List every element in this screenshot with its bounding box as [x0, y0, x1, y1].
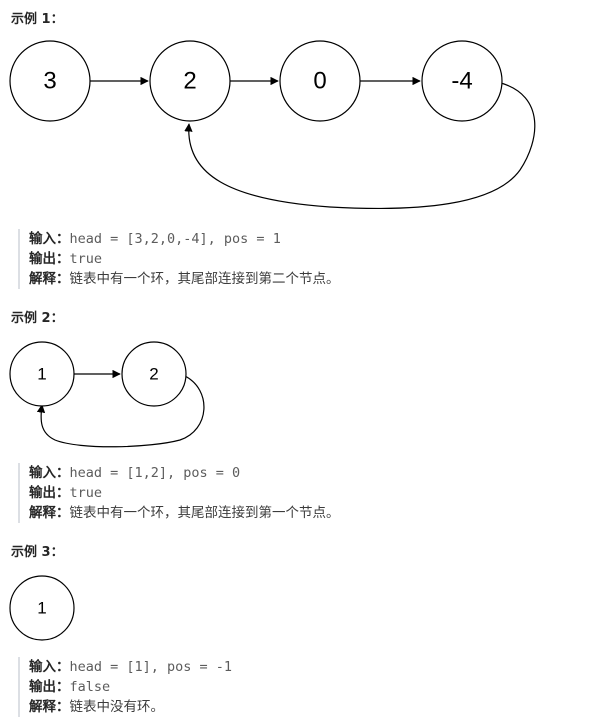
- node-value: 0: [313, 68, 326, 95]
- input-label: 输入：: [29, 231, 70, 247]
- input-value: head = [1], pos = -1: [69, 659, 233, 675]
- output-value: false: [69, 679, 111, 695]
- list-node: 2: [149, 40, 231, 122]
- input-label: 输入：: [29, 465, 70, 481]
- explanation-line: 解释：链表中没有环。: [29, 697, 609, 717]
- input-line: 输入：head = [1], pos = -1: [29, 657, 609, 677]
- node-value: 1: [37, 365, 46, 384]
- output-label: 输出：: [29, 679, 70, 695]
- node-value: 1: [37, 599, 46, 618]
- example-1-diagram: 3 2 0 -4: [9, 40, 536, 210]
- node-value: 2: [183, 68, 196, 95]
- example-2-details: 输入：head = [1,2], pos = 0 输出：true 解释：链表中有…: [18, 463, 609, 523]
- output-label: 输出：: [29, 485, 70, 501]
- node-value: 3: [43, 68, 56, 95]
- explanation-value: 链表中有一个环，其尾部连接到第一个节点。: [69, 505, 340, 521]
- input-label: 输入：: [29, 659, 70, 675]
- explanation-label: 解释：: [29, 505, 70, 521]
- list-node: 1: [9, 341, 75, 407]
- output-value: true: [69, 485, 103, 501]
- example-1-title: 示例 1：: [11, 12, 64, 27]
- explanation-line: 解释：链表中有一个环，其尾部连接到第二个节点。: [29, 269, 609, 289]
- cycle-edge-2: [36, 375, 205, 448]
- input-line: 输入：head = [3,2,0,-4], pos = 1: [29, 229, 609, 249]
- explanation-value: 链表中有一个环，其尾部连接到第二个节点。: [69, 271, 340, 287]
- output-value: true: [69, 251, 103, 267]
- example-2-title: 示例 2：: [11, 311, 64, 326]
- cycle-edge-1: [184, 82, 536, 210]
- explanation-label: 解释：: [29, 699, 70, 715]
- example-2-diagram: 1 2: [9, 341, 205, 448]
- output-line: 输出：true: [29, 483, 609, 503]
- input-line: 输入：head = [1,2], pos = 0: [29, 463, 609, 483]
- output-line: 输出：true: [29, 249, 609, 269]
- list-node: 0: [279, 40, 361, 122]
- explanation-label: 解释：: [29, 271, 70, 287]
- output-label: 输出：: [29, 251, 70, 267]
- output-line: 输出：false: [29, 677, 609, 697]
- node-value: -4: [451, 68, 472, 95]
- explanation-value: 链表中没有环。: [69, 699, 165, 715]
- node-value: 2: [149, 365, 158, 384]
- list-node: 3: [9, 40, 91, 122]
- list-node: 1: [9, 575, 75, 641]
- example-3-details: 输入：head = [1], pos = -1 输出：false 解释：链表中没…: [18, 657, 609, 717]
- example-3-title: 示例 3：: [11, 545, 64, 560]
- list-node: 2: [121, 341, 187, 407]
- example-3-diagram: 1: [9, 575, 75, 641]
- explanation-line: 解释：链表中有一个环，其尾部连接到第一个节点。: [29, 503, 609, 523]
- input-value: head = [1,2], pos = 0: [69, 465, 241, 481]
- example-1-details: 输入：head = [3,2,0,-4], pos = 1 输出：true 解释…: [18, 229, 609, 289]
- list-node: -4: [421, 40, 503, 122]
- input-value: head = [3,2,0,-4], pos = 1: [69, 231, 281, 247]
